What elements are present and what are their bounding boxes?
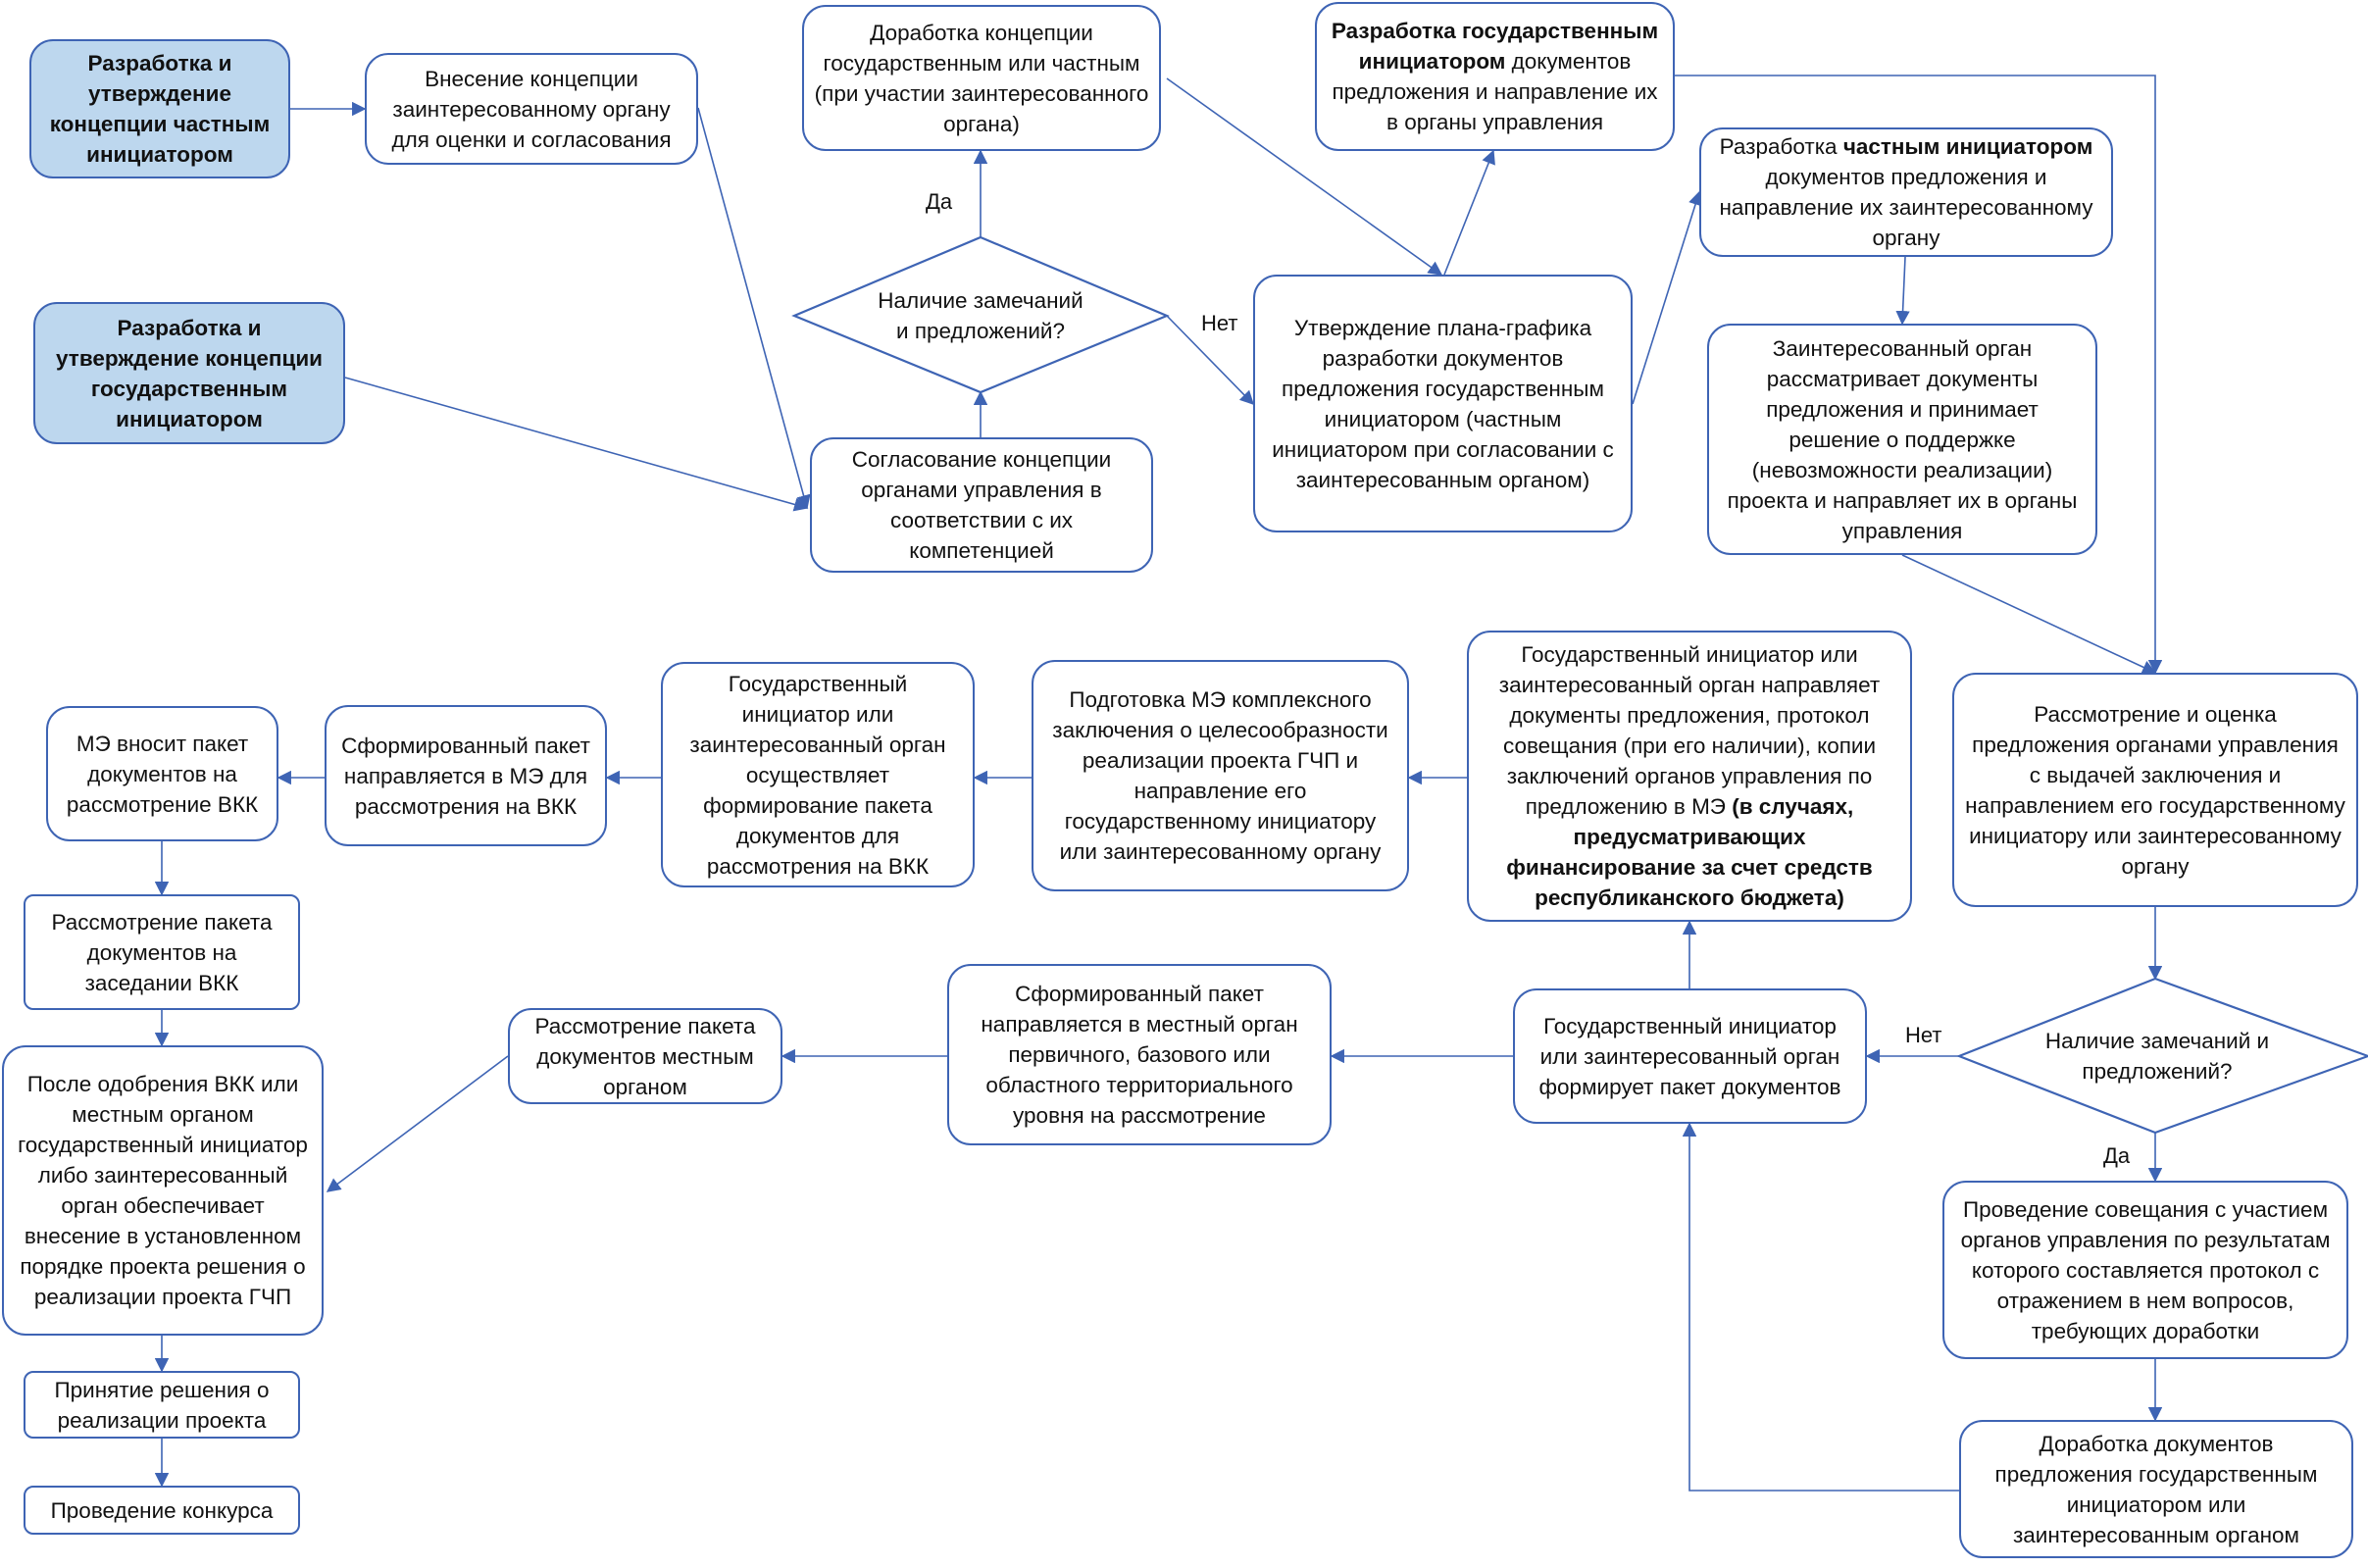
arrow-n9-n10 — [1901, 554, 2157, 675]
decision-label: Наличие замечаний и предложений? — [2044, 1029, 2270, 1084]
node-text: После одобрения ВКК или местным органом … — [18, 1072, 308, 1309]
arrow-n3-n5 — [344, 377, 809, 512]
node-text: Разработка — [1719, 134, 1843, 159]
node-text: Государственный инициатор или заинтересо… — [1498, 642, 1881, 819]
node-state-concept: Разработка и утверждение концепции госуд… — [33, 302, 345, 444]
node-text: Сформированный пакет направляется в мест… — [981, 982, 1298, 1128]
decision-text-2: Наличие замечаний и предложений? — [2044, 1007, 2270, 1105]
node-me-conclusion: Подготовка МЭ комплексного заключения о … — [1032, 660, 1409, 891]
node-concept-approval: Согласование концепции органами управлен… — [810, 437, 1153, 573]
node-private-docs: Разработка частным инициатором документо… — [1699, 127, 2113, 257]
label-yes-2: Да — [2103, 1143, 2131, 1168]
node-form-package: Государственный инициатор или заинтересо… — [1513, 988, 1867, 1124]
node-text-bold: (в случаях, предусматривающих финансиров… — [1506, 794, 1873, 910]
node-me-submits-vkk: МЭ вносит пакет документов на рассмотрен… — [46, 706, 278, 841]
node-text-bold: частным инициатором — [1842, 134, 2093, 159]
arrow-n8-n9 — [1895, 256, 1910, 326]
node-text: Заинтересованный орган рассматривает док… — [1727, 335, 2078, 543]
node-text: Разработка и утверждение концепции госуд… — [56, 315, 323, 431]
node-text: Принятие решения о реализации проекта — [54, 1377, 270, 1433]
node-local-review: Рассмотрение пакета документов местным о… — [508, 1008, 782, 1104]
decision-text-1: Наличие замечаний и предложений? — [873, 267, 1088, 365]
arrow-d1-n7 — [1166, 315, 1255, 406]
node-send-to-me: Государственный инициатор или заинтересо… — [1467, 631, 1912, 922]
node-text: Государственный инициатор или заинтересо… — [1538, 1013, 1841, 1099]
arrow-n7-n6 — [1443, 149, 1495, 276]
node-text: Доработка документов предложения государ… — [1994, 1431, 2318, 1547]
node-vkk-meeting: Рассмотрение пакета документов на заседа… — [24, 894, 300, 1010]
label-no-2: Нет — [1905, 1023, 1942, 1047]
node-submit-concept: Внесение концепции заинтересованному орг… — [365, 53, 698, 165]
node-meeting-protocol: Проведение совещания с участием органов … — [1942, 1181, 2348, 1359]
decision-diamond-1 — [791, 235, 1170, 394]
node-text: Согласование концепции органами управлен… — [851, 447, 1112, 563]
node-interested-body-review: Заинтересованный орган рассматривает док… — [1707, 324, 2097, 555]
decision-diamond-2 — [1955, 977, 2368, 1135]
node-text: Утверждение плана-графика разработки док… — [1272, 315, 1614, 492]
node-text: Проведение конкурса — [50, 1497, 274, 1523]
node-text: Проведение совещания с участием органов … — [1960, 1196, 2331, 1343]
node-text: Государственный инициатор или заинтересо… — [689, 671, 946, 879]
node-text: Рассмотрение пакета документов местным о… — [534, 1013, 756, 1099]
arrow-n24-n22 — [1682, 1122, 1959, 1492]
node-text: документов предложения и направление их … — [1719, 165, 2093, 250]
node-text: Рассмотрение пакета документов на заседа… — [51, 909, 273, 995]
arrow-n20-n17 — [326, 1055, 509, 1192]
node-package-to-me: Сформированный пакет направляется в МЭ д… — [325, 705, 607, 846]
node-text: МЭ вносит пакет документов на рассмотрен… — [66, 731, 259, 817]
node-text: документов предложения и направление их … — [1332, 49, 1658, 134]
node-tender: Проведение конкурса — [24, 1486, 300, 1535]
label-yes-1: Да — [926, 189, 953, 214]
node-text-bold: Разработка государственным инициатором — [1331, 19, 1659, 74]
arrow-n7-n8 — [1632, 190, 1702, 405]
node-text: Доработка концепции государственным или … — [814, 20, 1149, 136]
node-form-package-vkk: Государственный инициатор или заинтересо… — [661, 662, 975, 887]
decision-label: Наличие замечаний и предложений? — [878, 288, 1083, 343]
node-docs-revision: Доработка документов предложения государ… — [1959, 1420, 2353, 1558]
label-no-1: Нет — [1201, 311, 1238, 335]
node-private-concept: Разработка и утверждение концепции частн… — [29, 39, 290, 178]
node-state-docs: Разработка государственным инициатором д… — [1315, 2, 1675, 151]
node-text: Разработка и утверждение концепции частн… — [49, 51, 271, 167]
node-text: Сформированный пакет направляется в МЭ д… — [341, 733, 590, 819]
arrow-n4-n7 — [1166, 77, 1443, 276]
node-package-to-local: Сформированный пакет направляется в мест… — [947, 964, 1332, 1145]
node-after-approval: После одобрения ВКК или местным органом … — [2, 1045, 324, 1336]
arrow-n6-n10 — [1675, 75, 2163, 675]
node-text: Рассмотрение и оценка предложения органа… — [1965, 701, 2345, 879]
node-schedule-approval: Утверждение плана-графика разработки док… — [1253, 275, 1633, 532]
node-text: Внесение концепции заинтересованному орг… — [391, 66, 672, 152]
node-text: Подготовка МЭ комплексного заключения о … — [1052, 687, 1388, 864]
node-management-review: Рассмотрение и оценка предложения органа… — [1952, 673, 2358, 907]
node-concept-revision: Доработка концепции государственным или … — [802, 5, 1161, 151]
arrow-n2-n5 — [697, 107, 811, 510]
node-decision: Принятие решения о реализации проекта — [24, 1371, 300, 1439]
